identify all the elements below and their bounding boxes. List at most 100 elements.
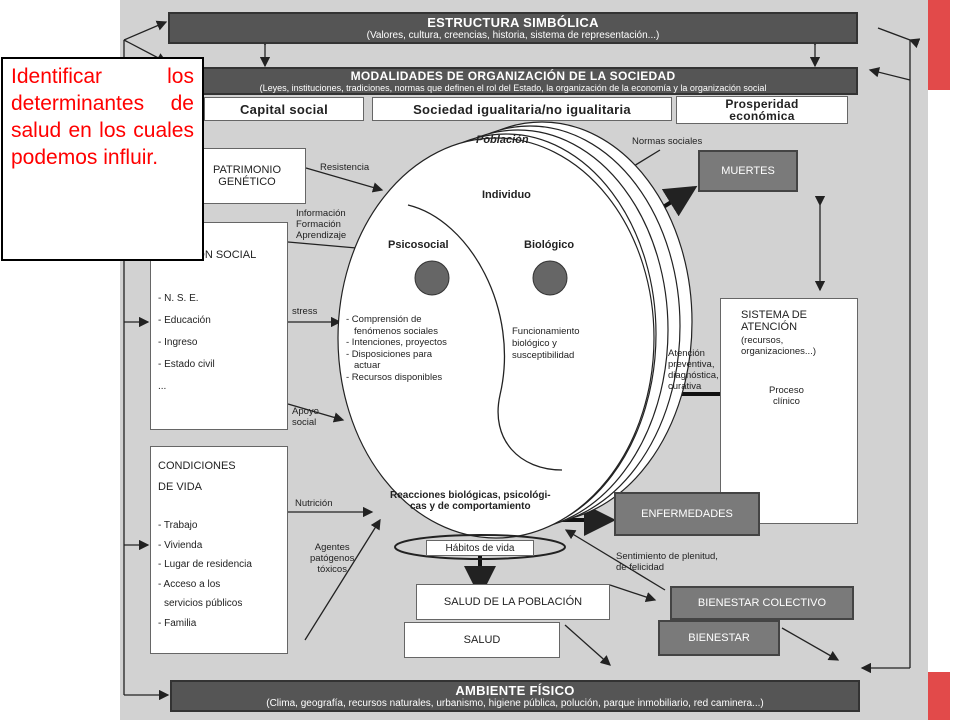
atencion-label: Atención preventiva, diagnóstica, curati… <box>668 348 719 392</box>
red-accent-bar-top <box>928 0 950 90</box>
patrimonio-genetico-box: PATRIMONIO GENÉTICO <box>188 148 306 204</box>
sistema-atencion-box: SISTEMA DE ATENCIÓN (recursos, organizac… <box>720 298 858 524</box>
apoyo-social-label: Apoyo social <box>292 406 319 428</box>
sociedad-label: Sociedad igualitaria/no igualitaria <box>413 101 631 117</box>
sistema-title-1: SISTEMA DE <box>741 309 808 321</box>
modalidades-subtitle: (Leyes, instituciones, tradiciones, norm… <box>259 83 767 93</box>
modalidades-box: MODALIDADES DE ORGANIZACIÓN DE LA SOCIED… <box>168 67 858 95</box>
list-item: - Disposiciones para <box>346 348 433 360</box>
list-item: - Intenciones, proyectos <box>346 337 447 348</box>
list-item: susceptibilidad <box>512 350 575 361</box>
poblacion-label: Población <box>476 134 529 146</box>
reacciones-label: Reacciones biológicas, psicológi- cas y … <box>390 490 551 512</box>
resistencia-label: Resistencia <box>320 162 370 173</box>
sentimiento-label: Sentimiento de plenitud, de felicidad <box>616 551 718 573</box>
list-item: - Vivienda <box>158 539 203 551</box>
bienestar-label: BIENESTAR <box>688 632 750 644</box>
muertes-label: MUERTES <box>721 165 775 177</box>
enfermedades-label: ENFERMEDADES <box>641 508 733 520</box>
muertes-box: MUERTES <box>698 150 798 192</box>
individuo-label: Individuo <box>482 189 531 201</box>
sistema-sub-1: (recursos, <box>741 335 784 346</box>
modalidades-title: MODALIDADES DE ORGANIZACIÓN DE LA SOCIED… <box>350 69 676 83</box>
patrimonio-line-2: GENÉTICO <box>218 176 276 188</box>
proceso-line-2: clínico <box>772 396 800 407</box>
salud-box: SALUD <box>404 622 560 658</box>
salud-label: SALUD <box>463 634 501 646</box>
prosperidad-line-2: económica <box>729 109 795 123</box>
atencion-line-2: preventiva, <box>668 359 715 370</box>
condiciones-de-vida-box <box>150 446 288 654</box>
normas-sociales-label: Normas sociales <box>632 136 703 147</box>
habitos-label: Hábitos de vida <box>445 542 515 554</box>
bienestar-colectivo-label: BIENESTAR COLECTIVO <box>697 597 827 609</box>
condiciones-list: - Trabajo - Vivienda - Lugar de residenc… <box>158 516 252 633</box>
ambiente-subtitle: (Clima, geografía, recursos naturales, u… <box>266 698 764 709</box>
nutricion-label: Nutrición <box>295 498 333 509</box>
salud-poblacion-label: SALUD DE LA POBLACIÓN <box>443 596 583 608</box>
sentimiento-line-1: Sentimiento de plenitud, <box>616 551 718 562</box>
enfermedades-box: ENFERMEDADES <box>614 492 760 536</box>
list-item: - Estado civil <box>158 359 215 370</box>
habitos-box: Hábitos de vida <box>426 540 534 556</box>
psicosocial-label: Psicosocial <box>388 239 449 251</box>
list-item: - Trabajo <box>158 520 198 531</box>
list-item: - Ingreso <box>158 337 198 348</box>
proceso-clinico: Proceso clínico <box>769 385 804 407</box>
posicion-social-list: - N. S. E. - Educación - Ingreso - Estad… <box>158 288 215 398</box>
stress-label: stress <box>292 306 318 317</box>
prosperidad-line-1: Prosperidad <box>725 97 799 111</box>
note-box: Identificar los determinantes de salud e… <box>1 57 204 261</box>
prosperidad-box: Prosperidad económica <box>676 96 848 124</box>
list-item: - Educación <box>158 315 211 326</box>
sistema-sub-2: organizaciones...) <box>741 346 816 357</box>
bienestar-box: BIENESTAR <box>658 620 780 656</box>
atencion-line-4: curativa <box>668 381 702 392</box>
list-item: fenómenos sociales <box>354 325 438 337</box>
red-accent-bar-bottom <box>928 672 950 720</box>
list-item: - Recursos disponibles <box>346 371 443 383</box>
psicosocial-list: - Comprensión de fenómenos sociales - In… <box>346 314 447 383</box>
reacciones-line-1: Reacciones biológicas, psicológi- <box>390 490 551 501</box>
agentes-line-3: tóxicos <box>317 564 347 575</box>
proceso-line-1: Proceso <box>769 385 804 396</box>
agentes-line-1: Agentes <box>314 542 350 553</box>
list-item: - Lugar de residencia <box>158 559 252 570</box>
list-item: - Comprensión de <box>346 314 422 325</box>
salud-poblacion-box: SALUD DE LA POBLACIÓN <box>416 584 610 620</box>
sistema-sub: (recursos, organizaciones...) <box>741 335 816 357</box>
list-item: servicios públicos <box>164 598 243 609</box>
list-item: - Familia <box>158 617 197 629</box>
list-item: - Acceso a los <box>158 578 221 590</box>
estructura-title: ESTRUCTURA SIMBÓLICA <box>427 15 599 30</box>
list-item: actuar <box>354 360 381 371</box>
list-item: ... <box>158 381 167 392</box>
estructura-subtitle: (Valores, cultura, creencias, historia, … <box>366 30 660 41</box>
patrimonio-line-1: PATRIMONIO <box>212 164 282 176</box>
apoyo-line-2: social <box>292 417 317 428</box>
biologico-list: Funcionamiento biológico y susceptibilid… <box>512 326 580 362</box>
bienestar-colectivo-box: BIENESTAR COLECTIVO <box>670 586 854 620</box>
estructura-simbolica-box: ESTRUCTURA SIMBÓLICA (Valores, cultura, … <box>168 12 858 44</box>
list-item: - N. S. E. <box>158 293 199 304</box>
informacion-label: Información Formación Aprendizaje <box>296 208 346 241</box>
condiciones-title: CONDICIONES DE VIDA <box>158 456 236 498</box>
reacciones-line-2: cas y de comportamiento <box>410 501 531 512</box>
list-item: biológico y <box>512 338 557 349</box>
atencion-line-1: Atención <box>668 348 705 359</box>
list-item: Funcionamiento <box>512 326 580 337</box>
sentimiento-line-2: de felicidad <box>616 562 665 573</box>
condiciones-title-2: DE VIDA <box>158 481 203 493</box>
condiciones-title-1: CONDICIONES <box>158 460 236 472</box>
agentes-line-2: patógenos <box>310 553 355 564</box>
sistema-title: SISTEMA DE ATENCIÓN <box>741 309 807 333</box>
capital-social-label: Capital social <box>239 101 328 117</box>
sociedad-box: Sociedad igualitaria/no igualitaria <box>372 97 672 121</box>
ambiente-title: AMBIENTE FÍSICO <box>455 683 575 698</box>
agentes-label: Agentes patógenos tóxicos <box>310 542 354 575</box>
sistema-title-2: ATENCIÓN <box>741 321 798 333</box>
atencion-line-3: diagnóstica, <box>668 370 719 381</box>
capital-social-box: Capital social <box>204 97 364 121</box>
biologico-label: Biológico <box>524 239 575 251</box>
